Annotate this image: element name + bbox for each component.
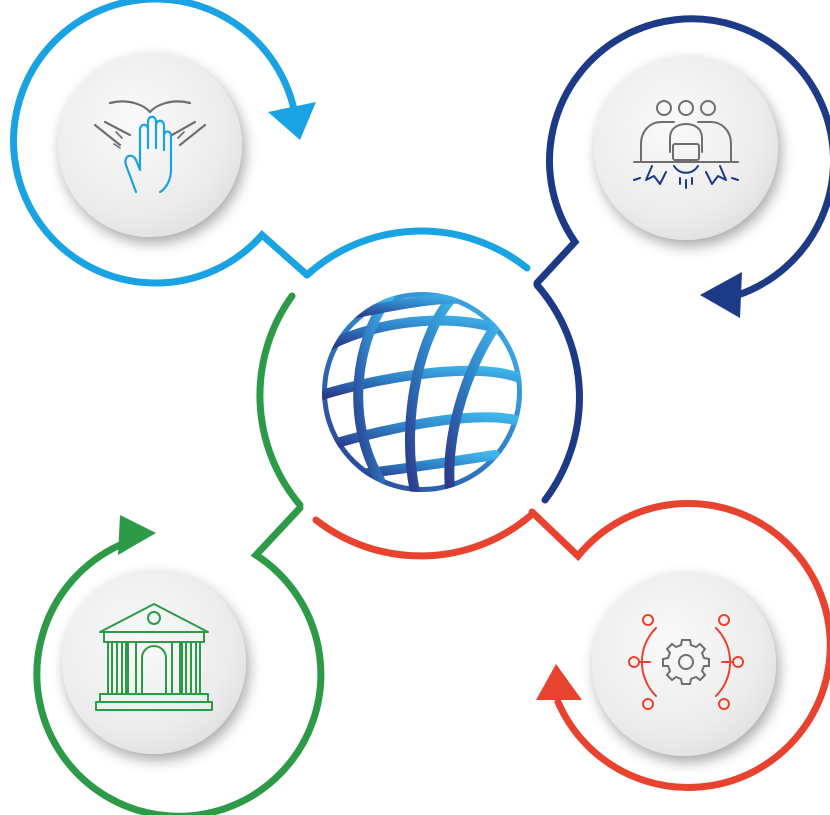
node-top-left-arrow — [268, 102, 316, 140]
node-top-right-ring — [533, 15, 830, 299]
node-bottom-right-disc — [592, 572, 776, 756]
hub-ring — [256, 227, 583, 560]
hub-ring-green — [256, 292, 304, 509]
hub-disc — [270, 240, 574, 544]
hub-ring-blue — [303, 227, 531, 279]
node-top-left-disc — [58, 53, 242, 237]
node-bottom-left-arrow — [118, 515, 156, 555]
node-top-right-disc — [594, 56, 778, 240]
hub — [270, 240, 574, 544]
hands-together-icon — [93, 100, 207, 194]
node-top-right — [533, 15, 830, 318]
bank-building-icon — [95, 603, 213, 711]
team-meeting-gears-icon — [633, 100, 739, 189]
node-bottom-right — [528, 499, 830, 791]
node-bottom-left-ring — [33, 504, 325, 815]
node-bottom-left — [33, 504, 325, 815]
node-bottom-right-arrow — [536, 664, 582, 700]
hub-ring-navy — [533, 281, 583, 504]
node-top-left — [10, 0, 316, 287]
node-top-right-arrow — [700, 272, 742, 318]
node-bottom-left-disc — [62, 570, 246, 754]
network-gear-icon — [628, 614, 744, 710]
hub-ring-red — [312, 512, 534, 560]
node-top-left-ring — [10, 0, 310, 287]
globe-icon — [322, 292, 522, 492]
